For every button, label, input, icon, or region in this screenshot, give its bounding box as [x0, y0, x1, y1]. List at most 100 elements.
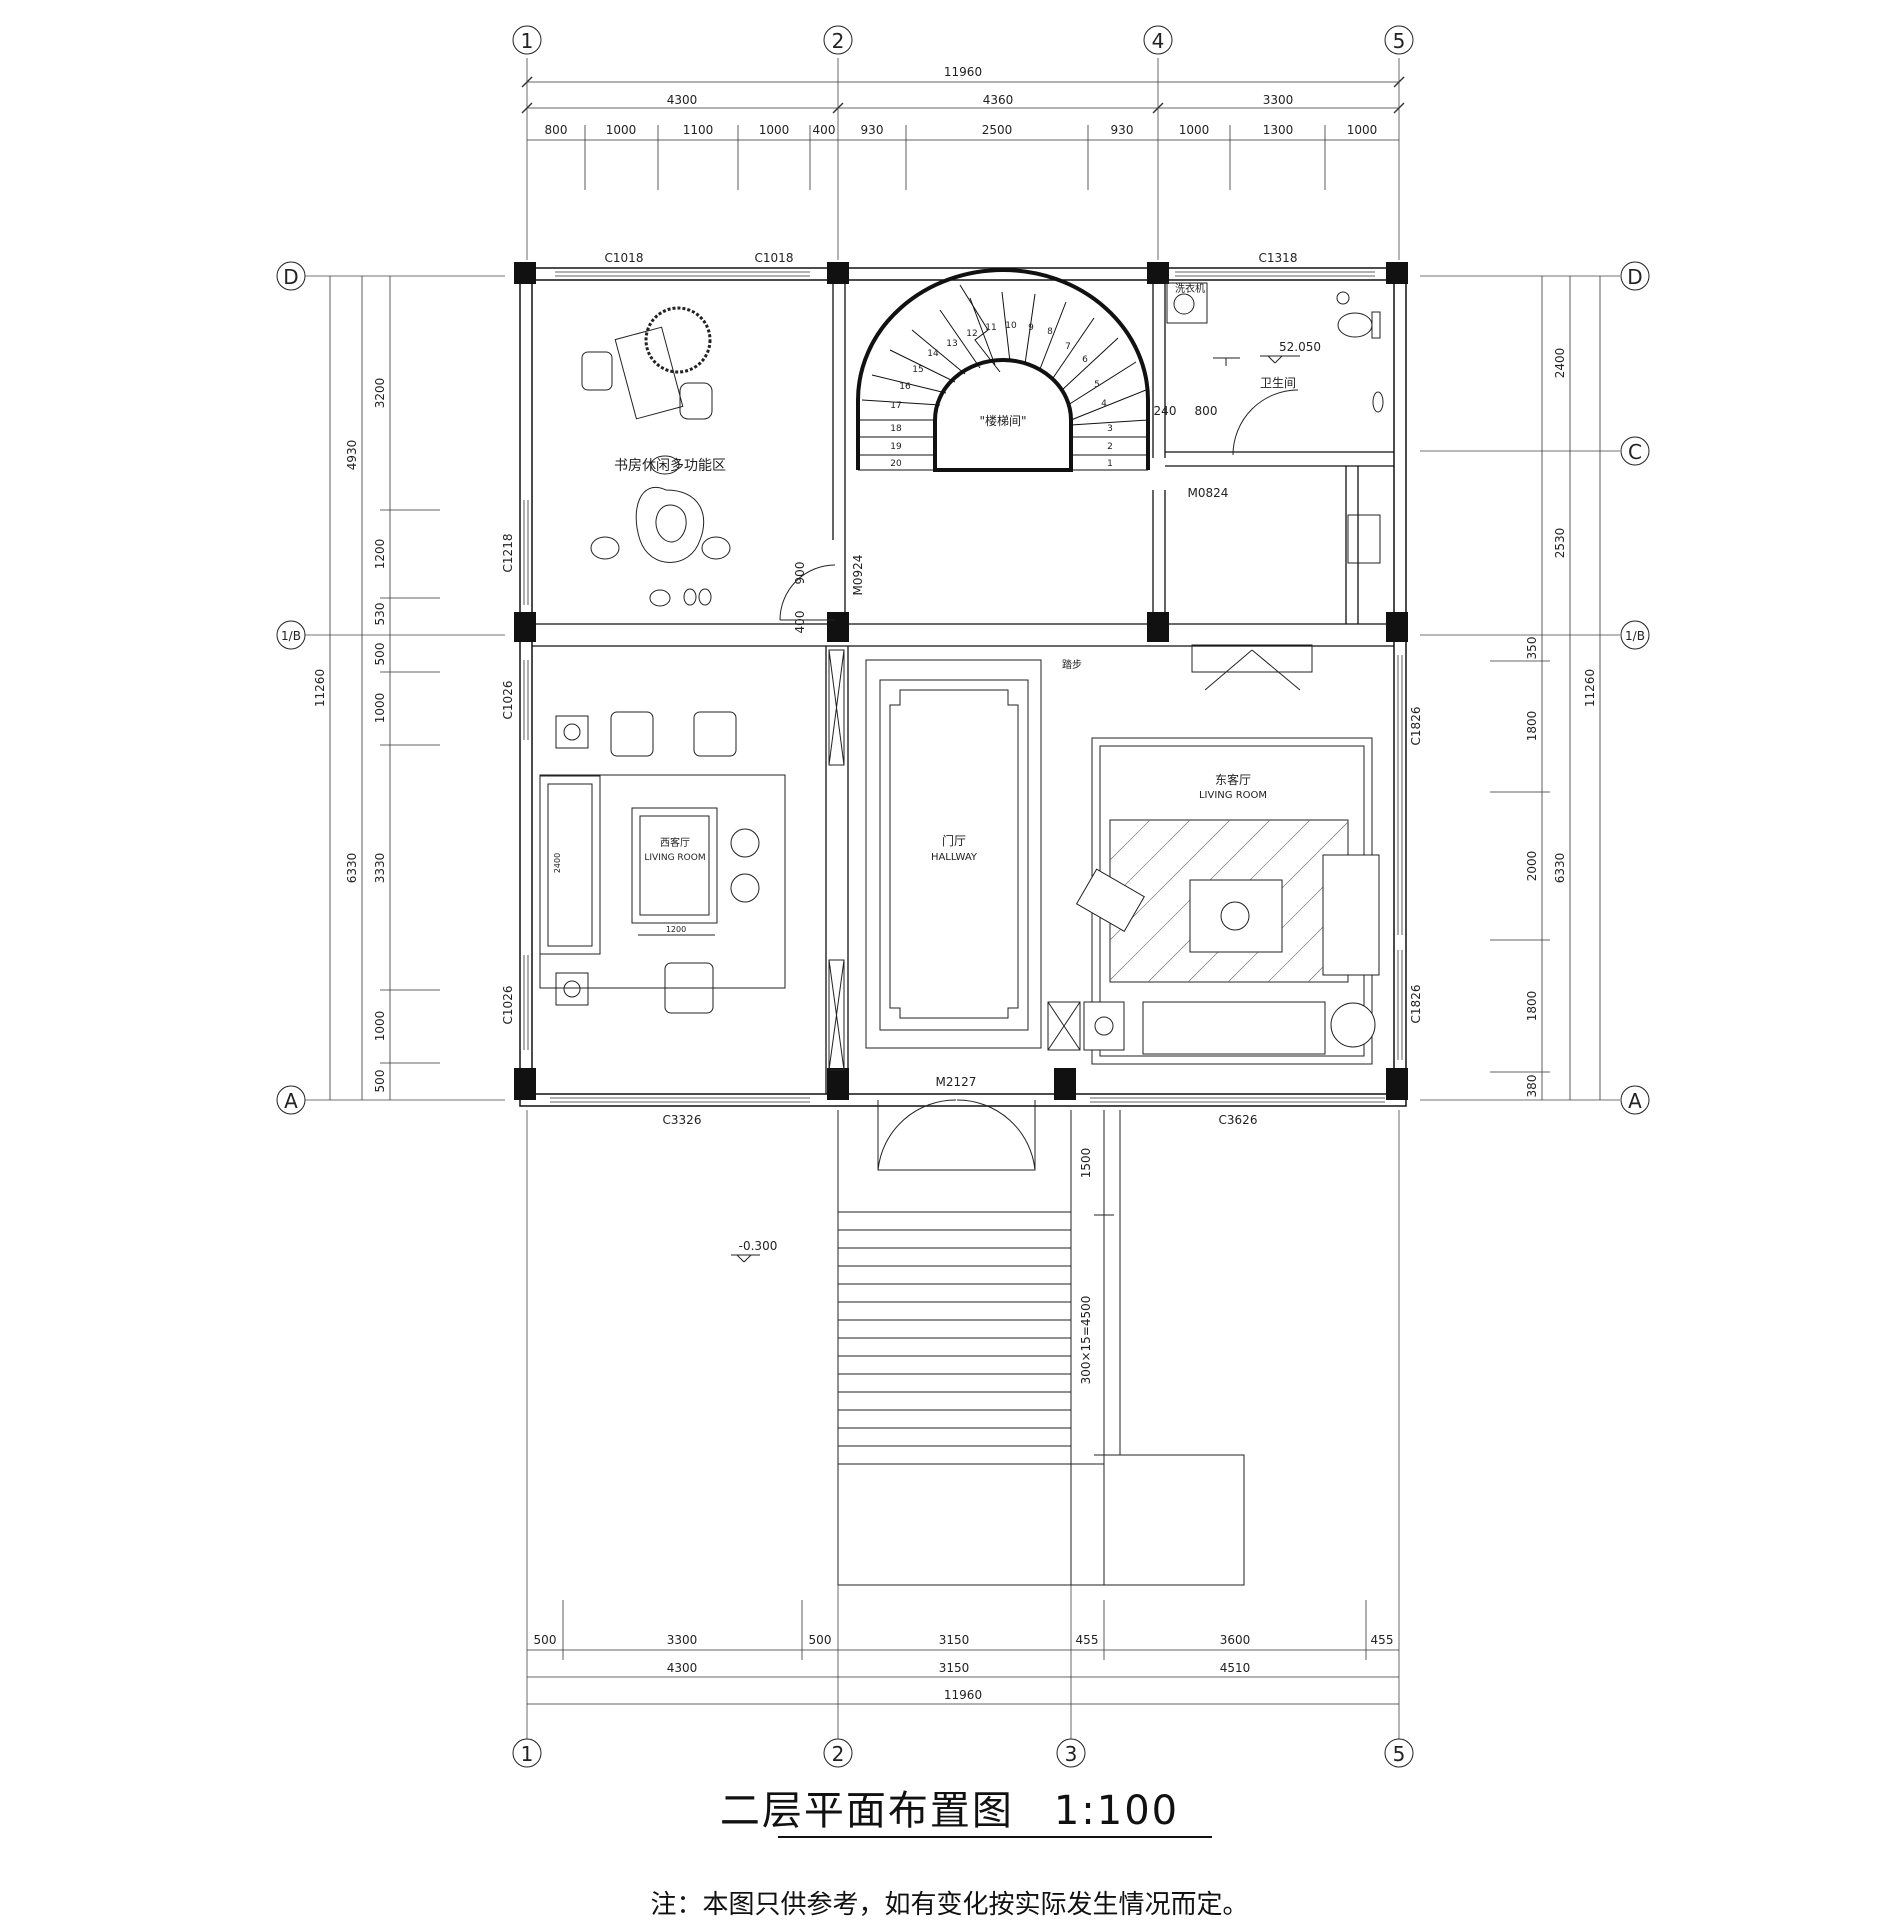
- label-toilet-dim-240: 240: [1154, 404, 1177, 418]
- label-toilet: 卫生间: [1260, 376, 1296, 390]
- dim-left-inner-5: 1000: [373, 693, 387, 724]
- label-step: 踏步: [1062, 658, 1082, 671]
- label-window-c1826-a: C1826: [1409, 707, 1423, 746]
- axis-bottom-2: 2: [832, 1742, 845, 1766]
- stair-step-3: 3: [1107, 424, 1113, 434]
- label-east-living: 东客厅: [1215, 772, 1251, 787]
- hallway-rug: [828, 649, 1042, 1171]
- dim-top-detail-8: 930: [1111, 123, 1134, 137]
- axis-right-1b: 1/B: [1625, 629, 1645, 643]
- stair-step-2: 2: [1107, 442, 1113, 452]
- label-west-living-en: LIVING ROOM: [644, 853, 705, 863]
- stair-step-17: 17: [890, 401, 901, 411]
- stair-step-18: 18: [890, 424, 902, 434]
- axis-right-c: C: [1628, 440, 1642, 464]
- east-living-furniture: [1047, 644, 1380, 1065]
- stair-step-16: 16: [899, 382, 911, 392]
- side-dimension-lines: [329, 276, 1601, 1100]
- dim-left-inner-6: 3330: [373, 853, 387, 884]
- stair-step-1: 1: [1107, 459, 1113, 469]
- label-window-c1218: C1218: [501, 534, 515, 573]
- stair-step-10: 10: [1005, 321, 1017, 331]
- dim-door-stairs-w: 900: [793, 562, 807, 585]
- dim-left-inner-8: 500: [373, 1070, 387, 1093]
- title-underline: [778, 1836, 1212, 1838]
- label-sofa-w: 1200: [666, 925, 686, 934]
- front-exterior-stairs: [731, 1110, 1245, 1586]
- dim-left-mid-1: 4930: [345, 440, 359, 471]
- stair-step-12: 12: [966, 329, 977, 339]
- axis-right-a: A: [1628, 1089, 1642, 1113]
- label-window-c1018-a: C1018: [605, 251, 644, 265]
- exterior-walls: [519, 267, 1407, 1107]
- dim-bottom-detail-2: 3300: [667, 1633, 698, 1647]
- dim-left-mid-2: 6330: [345, 853, 359, 884]
- dim-bottom-detail-7: 455: [1371, 1633, 1394, 1647]
- windows: [523, 271, 1403, 1103]
- dim-top-detail-9: 1000: [1179, 123, 1210, 137]
- study-furniture: [581, 306, 836, 621]
- dim-sofa-l: 2400: [553, 853, 562, 873]
- axis-bottom-3: 3: [1065, 1742, 1078, 1766]
- toilet-fixtures: [1166, 282, 1384, 564]
- dim-left-inner-1: 3200: [373, 378, 387, 409]
- stair-step-8: 8: [1047, 327, 1053, 337]
- stair-step-5: 5: [1094, 380, 1100, 390]
- dim-left-outer: 11260: [313, 669, 327, 707]
- spiral-stair: [856, 268, 1150, 472]
- label-outside-level: -0.300: [739, 1239, 778, 1253]
- axis-top-4: 4: [1152, 29, 1165, 53]
- dim-stair-front-1: 1500: [1079, 1148, 1093, 1179]
- dim-top-detail-11: 1000: [1347, 123, 1378, 137]
- bottom-dimension-lines: [527, 1600, 1399, 1705]
- dim-bottom-mid-1: 4300: [667, 1661, 698, 1675]
- dim-top-total: 11960: [944, 65, 982, 79]
- drawing-title-text: 二层平面布置图: [719, 1788, 1014, 1834]
- dim-bottom-mid-3: 4510: [1220, 1661, 1251, 1675]
- dim-right-inner-2: 1800: [1525, 711, 1539, 742]
- axis-left-1b: 1/B: [281, 629, 301, 643]
- west-living-furniture: [539, 711, 786, 1014]
- axis-left-a: A: [284, 1089, 298, 1113]
- label-door-m0924: M0924: [851, 555, 865, 596]
- label-window-c3626: C3626: [1219, 1113, 1258, 1127]
- axis-bottom-5: 5: [1393, 1742, 1406, 1766]
- label-hallway-en: HALLWAY: [931, 852, 978, 863]
- dim-bottom-mid-2: 3150: [939, 1661, 970, 1675]
- axis-left-d: D: [283, 265, 298, 289]
- dim-right-inner-3: 2000: [1525, 851, 1539, 882]
- label-window-c1026-b: C1026: [501, 986, 515, 1025]
- dim-top-mid-3: 3300: [1263, 93, 1294, 107]
- dim-right-outer: 11260: [1583, 669, 1597, 707]
- label-window-c1018-b: C1018: [755, 251, 794, 265]
- stair-step-11: 11: [985, 323, 996, 333]
- dim-right-inner-4: 1800: [1525, 991, 1539, 1022]
- label-toilet-dim-800: 800: [1195, 404, 1218, 418]
- label-laundry: 洗衣机: [1175, 282, 1205, 295]
- dim-top-mid-2: 4360: [983, 93, 1014, 107]
- label-stair-hall: "楼梯间": [979, 413, 1026, 428]
- stair-step-7: 7: [1065, 342, 1071, 352]
- dim-top-detail-4: 1000: [759, 123, 790, 137]
- dim-bottom-detail-1: 500: [534, 1633, 557, 1647]
- dim-top-mid-1: 4300: [667, 93, 698, 107]
- axis-bubbles: [276, 25, 1650, 1768]
- dim-left-inner-4: 500: [373, 643, 387, 666]
- label-window-c1026-a: C1026: [501, 681, 515, 720]
- label-window-c3326: C3326: [663, 1113, 702, 1127]
- stair-step-15: 15: [912, 365, 923, 375]
- dim-top-detail-10: 1300: [1263, 123, 1294, 137]
- label-study-room: 书房休闲多功能区: [614, 457, 726, 474]
- dim-right-inner-5: 380: [1525, 1075, 1539, 1098]
- dim-bottom-detail-5: 455: [1076, 1633, 1099, 1647]
- dim-left-inner-2: 1200: [373, 539, 387, 570]
- label-toilet-level: 52.050: [1279, 340, 1321, 354]
- dim-right-mid-2: 2530: [1553, 528, 1567, 559]
- dim-left-inner-3: 530: [373, 603, 387, 626]
- dim-stair-front-2: 300×15=4500: [1079, 1296, 1093, 1385]
- dim-left-inner-7: 1000: [373, 1011, 387, 1042]
- dim-right-inner-1: 350: [1525, 637, 1539, 660]
- toilet-level-marker: [1260, 355, 1300, 364]
